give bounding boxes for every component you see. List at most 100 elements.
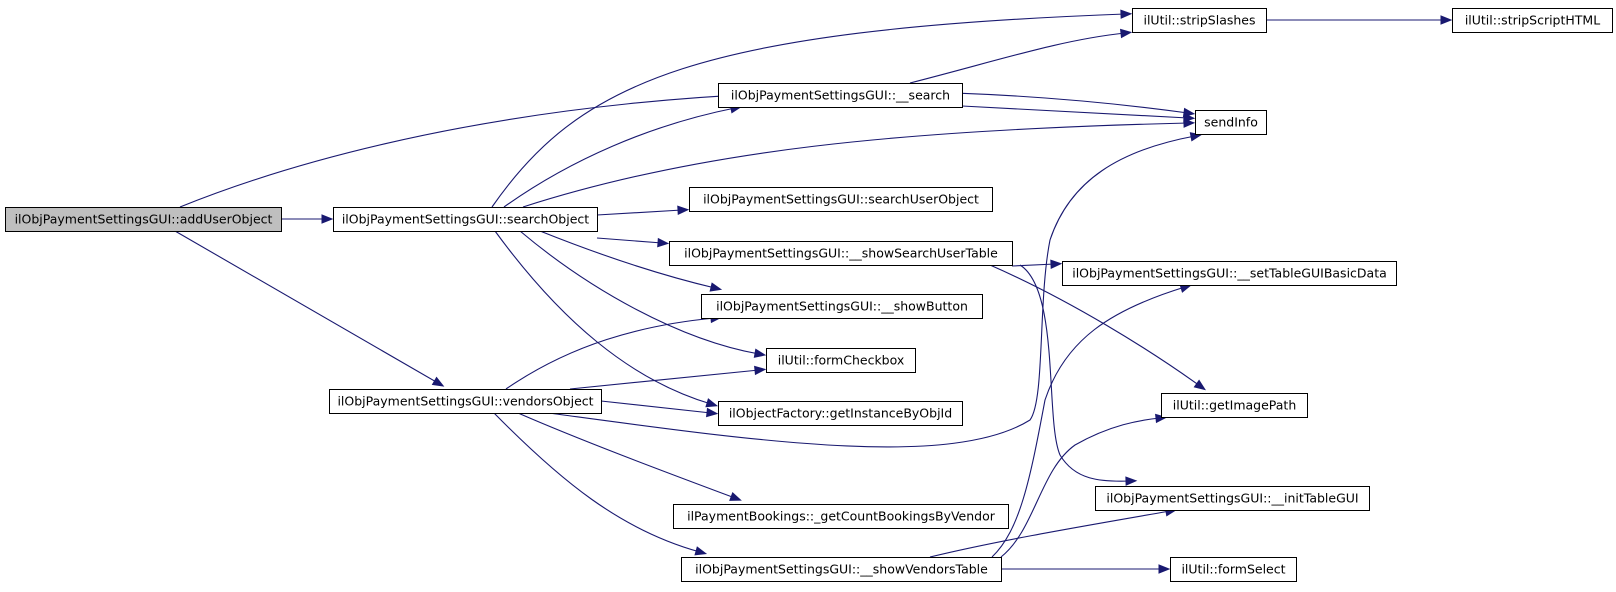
node-box[interactable] <box>766 348 916 373</box>
edge-line <box>503 107 736 208</box>
edge-searchObject-to-showButton <box>539 230 723 292</box>
edge-vendorsObject-to-getCountBookingsByVendor <box>517 412 742 501</box>
node-addUserObject[interactable]: ilObjPaymentSettingsGUI::addUserObject <box>5 207 282 232</box>
node-box[interactable] <box>1170 557 1297 582</box>
node-box[interactable] <box>1161 393 1308 418</box>
node-box[interactable] <box>329 389 602 414</box>
edge-showVendorsTable-to-formSelect <box>1001 564 1171 574</box>
node-label: ilObjPaymentSettingsGUI::vendorsObject <box>337 394 593 409</box>
node-searchUserObject[interactable]: ilObjPaymentSettingsGUI::searchUserObjec… <box>689 187 993 212</box>
edge-searchObject-to-showSearchUserTable <box>596 237 670 248</box>
node-label: ilUtil::formSelect <box>1181 562 1285 577</box>
edge-search-to-sendInfo <box>961 105 1196 123</box>
node-setTableGUIBasicData[interactable]: ilObjPaymentSettingsGUI::__setTableGUIBa… <box>1062 261 1397 286</box>
edge-showVendorsTable-to-setTableGUIBasicData <box>991 283 1193 558</box>
edge-line <box>522 122 1189 208</box>
node-label: ilPaymentBookings::_getCountBookingsByVe… <box>687 509 996 524</box>
node-showSearchUserTable[interactable]: ilObjPaymentSettingsGUI::__showSearchUse… <box>669 241 1013 266</box>
edge-line <box>548 135 1196 448</box>
edge-line <box>961 105 1189 119</box>
arrowhead-icon <box>1120 28 1133 39</box>
edge-vendorsObject-to-formCheckbox <box>569 365 767 390</box>
arrowhead-icon <box>1120 9 1133 19</box>
arrowhead-icon <box>431 376 445 387</box>
node-box[interactable] <box>1452 8 1613 33</box>
node-formCheckbox[interactable]: ilUtil::formCheckbox <box>766 348 916 373</box>
node-box[interactable] <box>669 241 1013 266</box>
edge-line <box>991 286 1186 558</box>
node-stripScriptHTML[interactable]: ilUtil::stripScriptHTML <box>1452 8 1613 33</box>
arrowhead-icon <box>705 398 719 408</box>
edge-line <box>1011 263 1056 267</box>
node-vendorsObject[interactable]: ilObjPaymentSettingsGUI::vendorsObject <box>329 389 602 414</box>
arrowhead-icon <box>694 546 708 556</box>
edge-line <box>539 230 716 289</box>
node-box[interactable] <box>1195 110 1267 135</box>
arrowhead-icon <box>1193 379 1206 391</box>
node-box[interactable] <box>673 504 1009 529</box>
edge-searchObject-to-searchUserObject <box>596 205 690 216</box>
arrowhead-icon <box>729 491 742 501</box>
edge-line <box>493 412 701 553</box>
node-label: sendInfo <box>1204 115 1258 130</box>
node-label: ilObjPaymentSettingsGUI::__initTableGUI <box>1106 491 1358 506</box>
node-box[interactable] <box>701 294 983 319</box>
arrowhead-icon <box>1183 113 1196 123</box>
arrowhead-icon <box>706 407 719 418</box>
node-box[interactable] <box>1062 261 1397 286</box>
node-label: ilObjPaymentSettingsGUI::__setTableGUIBa… <box>1072 266 1387 281</box>
node-showButton[interactable]: ilObjPaymentSettingsGUI::__showButton <box>701 294 983 319</box>
edge-vendorsObject-to-sendInfo <box>548 132 1203 448</box>
edge-showSearchUserTable-to-setTableGUIBasicData <box>1011 259 1063 269</box>
edge-addUserObject-to-searchObject <box>281 214 334 224</box>
arrowhead-icon <box>1155 413 1168 424</box>
arrowhead-icon <box>709 282 723 292</box>
node-label: ilUtil::getImagePath <box>1173 398 1297 413</box>
node-box[interactable] <box>689 187 993 212</box>
node-box[interactable] <box>333 207 598 232</box>
node-searchObject[interactable]: ilObjPaymentSettingsGUI::searchObject <box>333 207 598 232</box>
edge-vendorsObject-to-getInstanceByObjId <box>600 400 719 418</box>
node-label: ilUtil::stripScriptHTML <box>1465 13 1600 28</box>
node-label: ilObjectFactory::getInstanceByObjId <box>729 406 952 421</box>
node-label: ilUtil::formCheckbox <box>778 353 905 368</box>
node-getImagePath[interactable]: ilUtil::getImagePath <box>1161 393 1308 418</box>
edge-line <box>569 369 760 390</box>
edge-line <box>491 13 1126 208</box>
edge-line <box>519 230 760 355</box>
node-getCountBookingsByVendor[interactable]: ilPaymentBookings::_getCountBookingsByVe… <box>673 504 1009 529</box>
edge-searchObject-to-formCheckbox <box>519 230 767 358</box>
edge-vendorsObject-to-showVendorsTable <box>493 412 708 556</box>
node-label: ilObjPaymentSettingsGUI::searchUserObjec… <box>703 192 979 207</box>
node-label: ilObjPaymentSettingsGUI::searchObject <box>342 212 589 227</box>
edge-searchObject-to-stripSlashes <box>491 9 1133 208</box>
node-box[interactable] <box>718 83 963 108</box>
arrowhead-icon <box>1125 476 1138 486</box>
edge-line <box>929 510 1171 558</box>
arrowhead-icon <box>321 214 334 224</box>
node-stripSlashes[interactable]: ilUtil::stripSlashes <box>1132 8 1267 33</box>
node-sendInfo[interactable]: sendInfo <box>1195 110 1267 135</box>
edge-line <box>174 230 439 384</box>
node-box[interactable] <box>718 401 963 426</box>
edge-addUserObject-to-vendorsObject <box>174 230 445 387</box>
edge-line <box>505 317 716 390</box>
edge-line <box>1019 264 1131 482</box>
node-initTableGUI[interactable]: ilObjPaymentSettingsGUI::__initTableGUI <box>1095 486 1370 511</box>
node-search[interactable]: ilObjPaymentSettingsGUI::__search <box>718 83 963 108</box>
edge-line <box>600 400 712 414</box>
arrowhead-icon <box>657 237 670 248</box>
node-showVendorsTable[interactable]: ilObjPaymentSettingsGUI::__showVendorsTa… <box>681 557 1002 582</box>
node-label: ilUtil::stripSlashes <box>1143 13 1255 28</box>
node-box[interactable] <box>5 207 282 232</box>
edge-line <box>1000 417 1161 558</box>
edge-showSearchUserTable-to-initTableGUI <box>1019 264 1138 486</box>
node-formSelect[interactable]: ilUtil::formSelect <box>1170 557 1297 582</box>
node-getInstanceByObjId[interactable]: ilObjectFactory::getInstanceByObjId <box>718 401 963 426</box>
edge-line <box>517 412 736 499</box>
arrowhead-icon <box>1440 15 1453 25</box>
node-box[interactable] <box>1095 486 1370 511</box>
node-box[interactable] <box>681 557 1002 582</box>
node-box[interactable] <box>1132 8 1267 33</box>
